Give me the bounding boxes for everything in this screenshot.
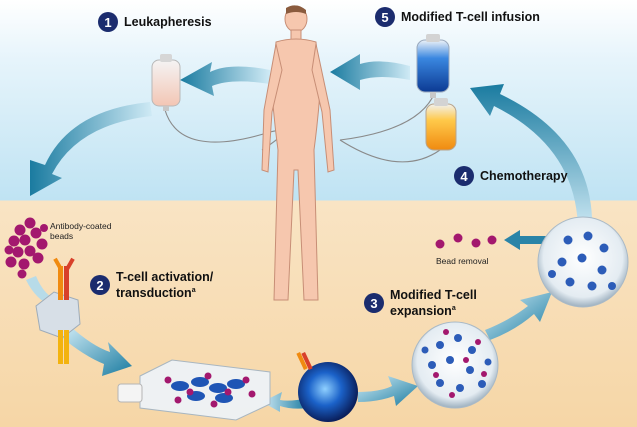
step-1-leukapheresis: 1 Leukapheresis bbox=[98, 12, 212, 32]
expansion-dish bbox=[411, 321, 499, 409]
antibody-coated-beads-cluster bbox=[4, 217, 48, 279]
step-2-label-line2: transduction bbox=[116, 286, 192, 301]
arrow-infusion-to-patient bbox=[330, 54, 410, 90]
step-4-label: Chemotherapy bbox=[480, 169, 568, 183]
step-2-footnote: a bbox=[191, 287, 196, 294]
arrow-bead-removal bbox=[504, 230, 548, 250]
step-2-activation: 2 T-cell activation/ transductiona bbox=[90, 270, 213, 300]
step-4-chemotherapy: 4 Chemotherapy bbox=[454, 166, 568, 186]
expansion-beads bbox=[433, 329, 487, 398]
bead-removal-dish bbox=[537, 216, 629, 308]
step-3-badge: 3 bbox=[364, 293, 384, 314]
flask-beads bbox=[164, 372, 256, 408]
step-3-label: Modified T-cell expansiona bbox=[390, 288, 477, 318]
antibody-coated-beads-label: Antibody-coated beads bbox=[50, 221, 111, 241]
arrow-tcell-to-expansion bbox=[358, 376, 418, 406]
modified-tcell-infusion-bag bbox=[416, 34, 450, 98]
arrow-to-culture-flask bbox=[60, 326, 132, 376]
activation-bead-with-antibody bbox=[35, 257, 81, 364]
arrow-expansion-to-bead-removal bbox=[485, 292, 552, 340]
step-3-expansion: 3 Modified T-cell expansiona bbox=[364, 288, 477, 318]
step-5-badge: 5 bbox=[375, 7, 395, 27]
step-2-label-line1: T-cell activation/ bbox=[116, 270, 214, 284]
step-4-badge: 4 bbox=[454, 166, 474, 186]
step-3-footnote: a bbox=[451, 305, 456, 312]
removed-beads bbox=[435, 233, 497, 249]
step-2-badge: 2 bbox=[90, 275, 110, 296]
culture-flask bbox=[117, 359, 271, 421]
beads-label-line2: beads bbox=[50, 231, 74, 241]
step-1-badge: 1 bbox=[98, 12, 118, 32]
expansion-cells bbox=[421, 334, 492, 392]
step-1-label: Leukapheresis bbox=[124, 15, 212, 29]
flask-cells bbox=[171, 377, 245, 403]
arrow-expansion-to-infusion bbox=[470, 84, 593, 232]
bead-removal-label: Bead removal bbox=[436, 256, 489, 266]
step-5-infusion: 5 Modified T-cell infusion bbox=[375, 7, 540, 27]
arrow-to-leukapheresis bbox=[180, 62, 270, 96]
arrow-leukapheresis-to-lab bbox=[30, 102, 152, 196]
arrow-flask-to-tcell bbox=[262, 392, 308, 412]
step-2-label: T-cell activation/ transductiona bbox=[116, 270, 213, 300]
patient-figure bbox=[261, 5, 335, 301]
leukapheresis-bag bbox=[151, 54, 181, 111]
step-5-label: Modified T-cell infusion bbox=[401, 10, 540, 24]
step-3-label-line2: expansion bbox=[390, 304, 452, 319]
chemotherapy-bag bbox=[425, 98, 457, 151]
step-3-label-line1: Modified T-cell bbox=[390, 288, 477, 302]
beads-label-line1: Antibody-coated bbox=[50, 221, 112, 231]
modified-tcell bbox=[296, 351, 358, 422]
